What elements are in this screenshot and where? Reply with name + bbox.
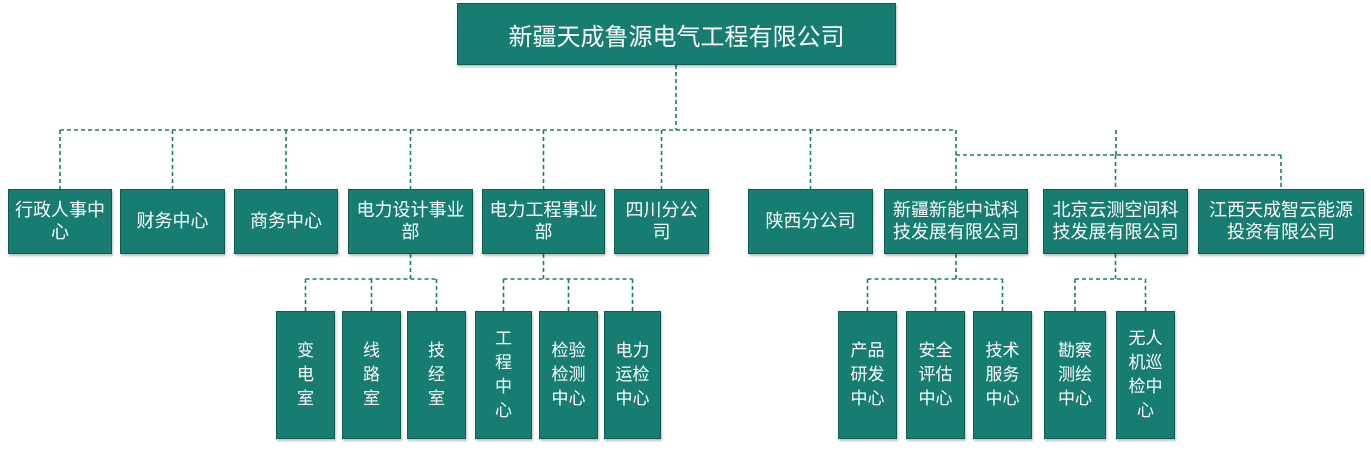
dept-box-jx_smart: 江西天成智云能源投资有限公司 (1198, 189, 1364, 254)
dept-box-finance: 财务中心 (120, 189, 225, 254)
sub-unit-box: 电力 运检 中心 (604, 311, 661, 439)
dept-label: 电力设计事业部 (356, 199, 465, 243)
dept-label: 新疆新能中试科技发展有限公司 (893, 199, 1019, 243)
sub-unit-box: 工 程 中 心 (475, 311, 532, 439)
sub-unit-label: 勘察 测绘 中心 (1058, 341, 1092, 409)
dept-label: 财务中心 (136, 210, 209, 232)
sub-unit-box: 检验 检测 中心 (539, 311, 598, 439)
dept-label: 陕西分公司 (765, 210, 856, 232)
dept-label: 四川分公司 (625, 199, 698, 243)
sub-unit-label: 无人 机巡 检中 心 (1128, 329, 1163, 421)
sub-unit-label: 变 电 室 (297, 341, 314, 409)
sub-unit-box: 安全 评估 中心 (906, 311, 965, 439)
dept-label: 江西天成智云能源投资有限公司 (1209, 199, 1353, 243)
dept-label: 电力工程事业部 (489, 199, 598, 243)
dept-box-power_eng: 电力工程事业部 (482, 189, 605, 254)
sub-unit-label: 产品 研发 中心 (850, 341, 885, 409)
dept-label: 商务中心 (250, 210, 322, 232)
sub-unit-label: 电力 运检 中心 (615, 341, 650, 409)
dept-label: 北京云测空间科技发展有限公司 (1052, 199, 1179, 243)
sub-unit-box: 线 路 室 (342, 311, 401, 439)
root-company-box: 新疆天成鲁源电气工程有限公司 (457, 3, 896, 65)
dept-box-power_design: 电力设计事业部 (348, 189, 473, 254)
sub-unit-box: 勘察 测绘 中心 (1044, 311, 1106, 439)
dept-box-sichuan: 四川分公司 (614, 189, 709, 254)
sub-unit-label: 技术 服务 中心 (985, 341, 1020, 409)
sub-unit-label: 检验 检测 中心 (551, 341, 586, 409)
sub-unit-label: 技 经 室 (428, 341, 445, 409)
dept-box-business: 商务中心 (234, 189, 338, 254)
dept-box-xj_new_energy: 新疆新能中试科技发展有限公司 (884, 189, 1028, 254)
dept-label: 行政人事中心 (15, 199, 105, 243)
sub-unit-label: 安全 评估 中心 (918, 341, 953, 409)
sub-unit-box: 产品 研发 中心 (838, 311, 897, 439)
dept-box-bj_cloud: 北京云测空间科技发展有限公司 (1043, 189, 1188, 254)
dept-box-shaanxi: 陕西分公司 (748, 189, 873, 254)
dept-box-admin: 行政人事中心 (8, 189, 112, 254)
root-company-label: 新疆天成鲁源电气工程有限公司 (508, 22, 845, 51)
sub-unit-label: 工 程 中 心 (495, 329, 512, 421)
sub-unit-box: 变 电 室 (276, 311, 335, 439)
sub-unit-box: 技术 服务 中心 (973, 311, 1032, 439)
sub-unit-label: 线 路 室 (363, 341, 380, 409)
sub-unit-box: 无人 机巡 检中 心 (1116, 311, 1175, 439)
sub-unit-box: 技 经 室 (407, 311, 466, 439)
